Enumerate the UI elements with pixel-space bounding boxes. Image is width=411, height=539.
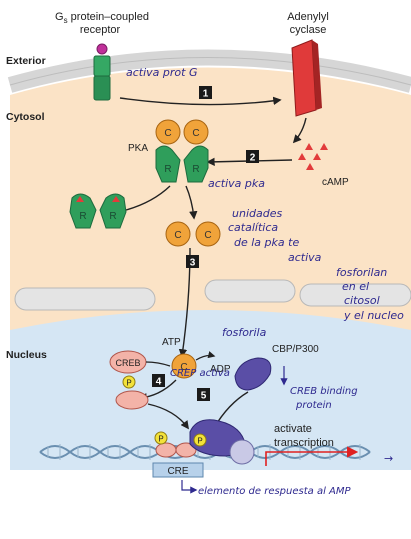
receptor-label: Gs protein–coupled xyxy=(55,11,149,25)
note-unidades-3: de la pka te xyxy=(234,236,299,249)
step-3-box xyxy=(186,255,199,268)
arrow-atp-to-adp xyxy=(195,351,216,361)
free-r-right: R xyxy=(109,211,116,222)
free-c-right: C xyxy=(204,230,211,241)
gs-protein-coupled-receptor xyxy=(93,43,111,101)
creb-connector xyxy=(145,361,171,367)
note-fosforilan-4: y el nucleo xyxy=(343,309,404,322)
cyclase-label-line2: cyclase xyxy=(290,24,327,36)
note-activa-pka: activa pka xyxy=(208,177,265,190)
nuclear-c-label: C xyxy=(180,362,187,373)
pka-r-right: R xyxy=(192,164,199,175)
activate-label: activate xyxy=(274,423,312,435)
step-3-number: 3 xyxy=(190,258,196,269)
pka-c-right: C xyxy=(192,128,199,139)
free-r-left: R xyxy=(79,211,86,222)
pka-r-left: R xyxy=(164,164,171,175)
step-5-box xyxy=(197,388,210,401)
adenylyl-cyclase xyxy=(291,39,322,117)
note-creb-binding-1: CREB binding xyxy=(290,386,358,397)
note-cre-arrow xyxy=(181,480,198,494)
nucleus-label: Nucleus xyxy=(6,349,47,361)
step-1-number: 1 xyxy=(203,89,209,100)
note-fosforila: fosforila xyxy=(222,326,267,339)
note-unidades-2: catalítica xyxy=(228,221,278,234)
note-right-arrow: → xyxy=(384,452,393,465)
step-2-number: 2 xyxy=(250,153,256,164)
p-label-complex-right: P xyxy=(197,437,202,446)
pka-c-left: C xyxy=(164,128,171,139)
step-2-box xyxy=(246,150,259,163)
free-catalytic-subunits: C C xyxy=(165,221,221,247)
nucleus-region xyxy=(10,310,411,470)
step-5-number: 5 xyxy=(201,391,207,402)
note-unidades-4: activa xyxy=(288,251,322,264)
p-label-complex-left: P xyxy=(158,435,163,444)
cbp-p300-protein xyxy=(234,357,272,391)
camp-label: cAMP xyxy=(322,177,349,188)
cre-label: CRE xyxy=(167,466,188,477)
arrow-cyclase-to-camp xyxy=(292,117,307,144)
note-creb-binding-2: protein xyxy=(295,400,332,411)
creb-unphosphorylated: CREB xyxy=(109,350,147,374)
exterior-label: Exterior xyxy=(6,55,46,67)
transcription-label: transcription xyxy=(274,437,334,449)
atp-label: ATP xyxy=(162,337,181,348)
transcription-arrow xyxy=(265,446,359,466)
creb-phosphorylated: P xyxy=(115,375,149,410)
note-crep-activa: CREP activa xyxy=(170,368,230,379)
cyclase-label-line1: Adenylyl xyxy=(287,11,329,23)
note-fosforilan-3: citosol xyxy=(344,294,380,307)
note-elemento-respuesta: elemento de respuesta al AMP xyxy=(198,486,352,497)
note-activa-prot-g: activa prot G xyxy=(126,66,197,79)
pka-holoenzyme: C C R R xyxy=(155,119,209,183)
step-4-box xyxy=(152,374,165,387)
receptor-label-line2: receptor xyxy=(80,24,121,36)
nuclear-envelope xyxy=(14,279,411,311)
camp-molecules xyxy=(298,143,328,170)
arrow-receptor-to-cyclase xyxy=(119,96,282,106)
adp-label: ADP xyxy=(210,364,231,375)
transcription-complex: P P xyxy=(154,419,255,465)
nuclear-catalytic-subunit xyxy=(171,353,197,379)
cytosol-region xyxy=(10,67,411,330)
pka-label: PKA xyxy=(128,143,148,154)
plasma-membrane-outline xyxy=(9,57,411,86)
step-4-number: 4 xyxy=(156,377,162,388)
p-label-creb: P xyxy=(126,379,131,388)
arrow-pka-to-catalytic xyxy=(185,185,198,220)
arrow-creb-to-complex xyxy=(147,403,189,430)
note-fosforilan-2: en el xyxy=(342,280,369,293)
cre-box xyxy=(152,462,204,478)
step-1-box xyxy=(199,86,212,99)
note-fosforilan-1: fosforilan xyxy=(336,266,387,279)
creb-label: CREB xyxy=(115,358,140,368)
free-c-left: C xyxy=(174,230,181,241)
note-unidades-1: unidades xyxy=(232,207,282,220)
regulatory-subunits-camp: R R xyxy=(69,193,127,229)
cbp-label: CBP/P300 xyxy=(272,344,319,355)
cytosol-label: Cytosol xyxy=(6,111,45,123)
